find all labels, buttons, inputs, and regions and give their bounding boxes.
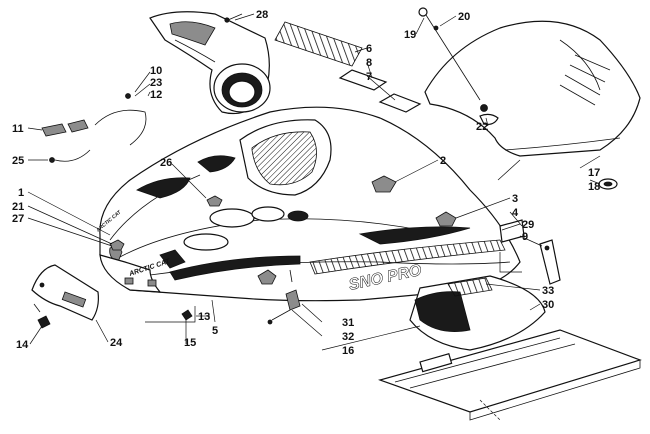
side-air-box (409, 275, 546, 351)
callout-10: 10 (150, 65, 162, 77)
callout-11: 11 (12, 123, 24, 135)
callout-labels: 28 6 8 7 19 20 10 23 12 11 25 26 2 1 21 … (12, 9, 600, 357)
decal-4 (499, 219, 525, 243)
fastener-31 (267, 269, 301, 325)
callout-27: 27 (12, 213, 24, 225)
hood-main (99, 106, 521, 302)
callout-1: 1 (18, 187, 24, 199)
callout-26: 26 (160, 157, 172, 169)
screw-28 (224, 13, 243, 23)
decal-7 (378, 93, 422, 113)
belly-pan (378, 329, 642, 421)
callout-16: 16 (342, 345, 354, 357)
callout-19: 19 (404, 29, 416, 41)
callout-24: 24 (110, 337, 123, 349)
screw-14 (33, 303, 51, 329)
callout-7: 7 (366, 71, 372, 83)
callout-33: 33 (542, 285, 554, 297)
callout-28: 28 (256, 9, 268, 21)
hood-fasteners (109, 175, 457, 285)
callout-23: 23 (150, 77, 162, 89)
callout-13: 13 (198, 311, 210, 323)
leader-lines (27, 13, 601, 351)
callout-20: 20 (458, 11, 470, 23)
callout-32: 32 (342, 331, 354, 343)
callout-17: 17 (588, 167, 600, 179)
callout-18: 18 (588, 181, 600, 193)
callout-22: 22 (476, 121, 488, 133)
callout-8: 8 (366, 57, 372, 69)
bumper-bracket (31, 264, 99, 321)
hood-pins (41, 93, 147, 163)
callout-31: 31 (342, 317, 354, 329)
screw-15 (181, 309, 193, 321)
callout-29: 29 (522, 219, 534, 231)
windshield (424, 20, 641, 157)
air-intake-duct (149, 11, 271, 115)
callout-5: 5 (212, 325, 218, 337)
callout-9: 9 (522, 231, 528, 243)
bracket-9 (539, 239, 561, 285)
callout-30: 30 (542, 299, 554, 311)
callout-25: 25 (12, 155, 24, 167)
callout-2: 2 (440, 155, 446, 167)
callout-12: 12 (150, 89, 162, 101)
callout-6: 6 (366, 43, 372, 55)
callout-14: 14 (16, 339, 29, 351)
callout-15: 15 (184, 337, 196, 349)
windshield-bolt (418, 7, 499, 125)
callout-3: 3 (512, 193, 518, 205)
washer-18 (598, 178, 618, 190)
callout-4: 4 (512, 207, 519, 219)
decal-8 (338, 69, 388, 91)
callout-21: 21 (12, 201, 24, 213)
decal-6 (274, 21, 363, 67)
